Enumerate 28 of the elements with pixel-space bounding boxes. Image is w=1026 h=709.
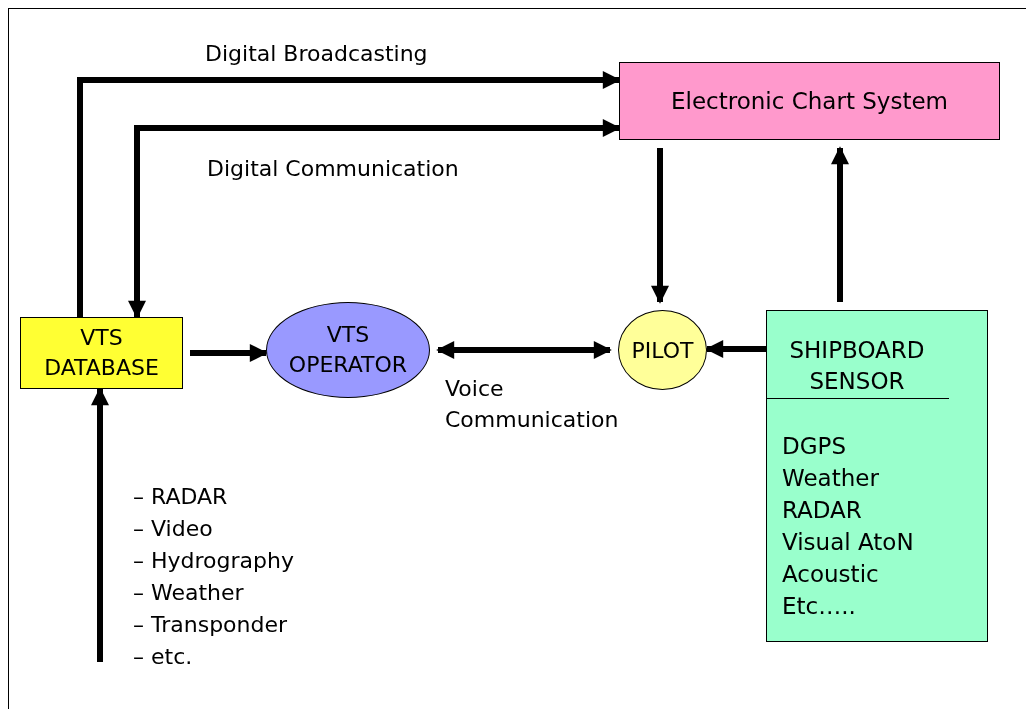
- sensor-box: [766, 310, 988, 642]
- node-label: VTS OPERATOR: [287, 321, 409, 379]
- arrow: [436, 341, 612, 359]
- arrow: [705, 340, 766, 358]
- node-label: Electronic Chart System: [671, 86, 948, 116]
- list-item: Visual AtoN: [782, 528, 915, 557]
- source-list-item: – RADAR: [133, 483, 229, 511]
- source-list-item: – Video: [133, 515, 214, 543]
- arrow: [128, 119, 621, 319]
- source-list-item: – Weather: [133, 579, 245, 607]
- arrow: [77, 71, 621, 317]
- source-list-item: – Transponder: [133, 611, 289, 639]
- list-item: Etc…..: [782, 592, 857, 621]
- system-box: [619, 62, 1000, 140]
- source-list-item: – etc.: [133, 643, 194, 671]
- database-box: [20, 317, 183, 389]
- node-heading: SHIPBOARD SENSOR: [788, 336, 926, 396]
- list-item: RADAR: [782, 496, 863, 525]
- node-label: VTS DATABASE: [43, 324, 160, 382]
- arrow: [91, 387, 109, 662]
- source-list-item: – Hydrography: [133, 547, 294, 575]
- list-item: Acoustic: [782, 560, 880, 589]
- arrow: [831, 146, 849, 302]
- arrow: [651, 148, 669, 304]
- list-item: DGPS: [782, 432, 847, 461]
- arrow: [190, 344, 268, 362]
- list-item: Weather: [782, 464, 880, 493]
- node-label: PILOT: [631, 336, 694, 365]
